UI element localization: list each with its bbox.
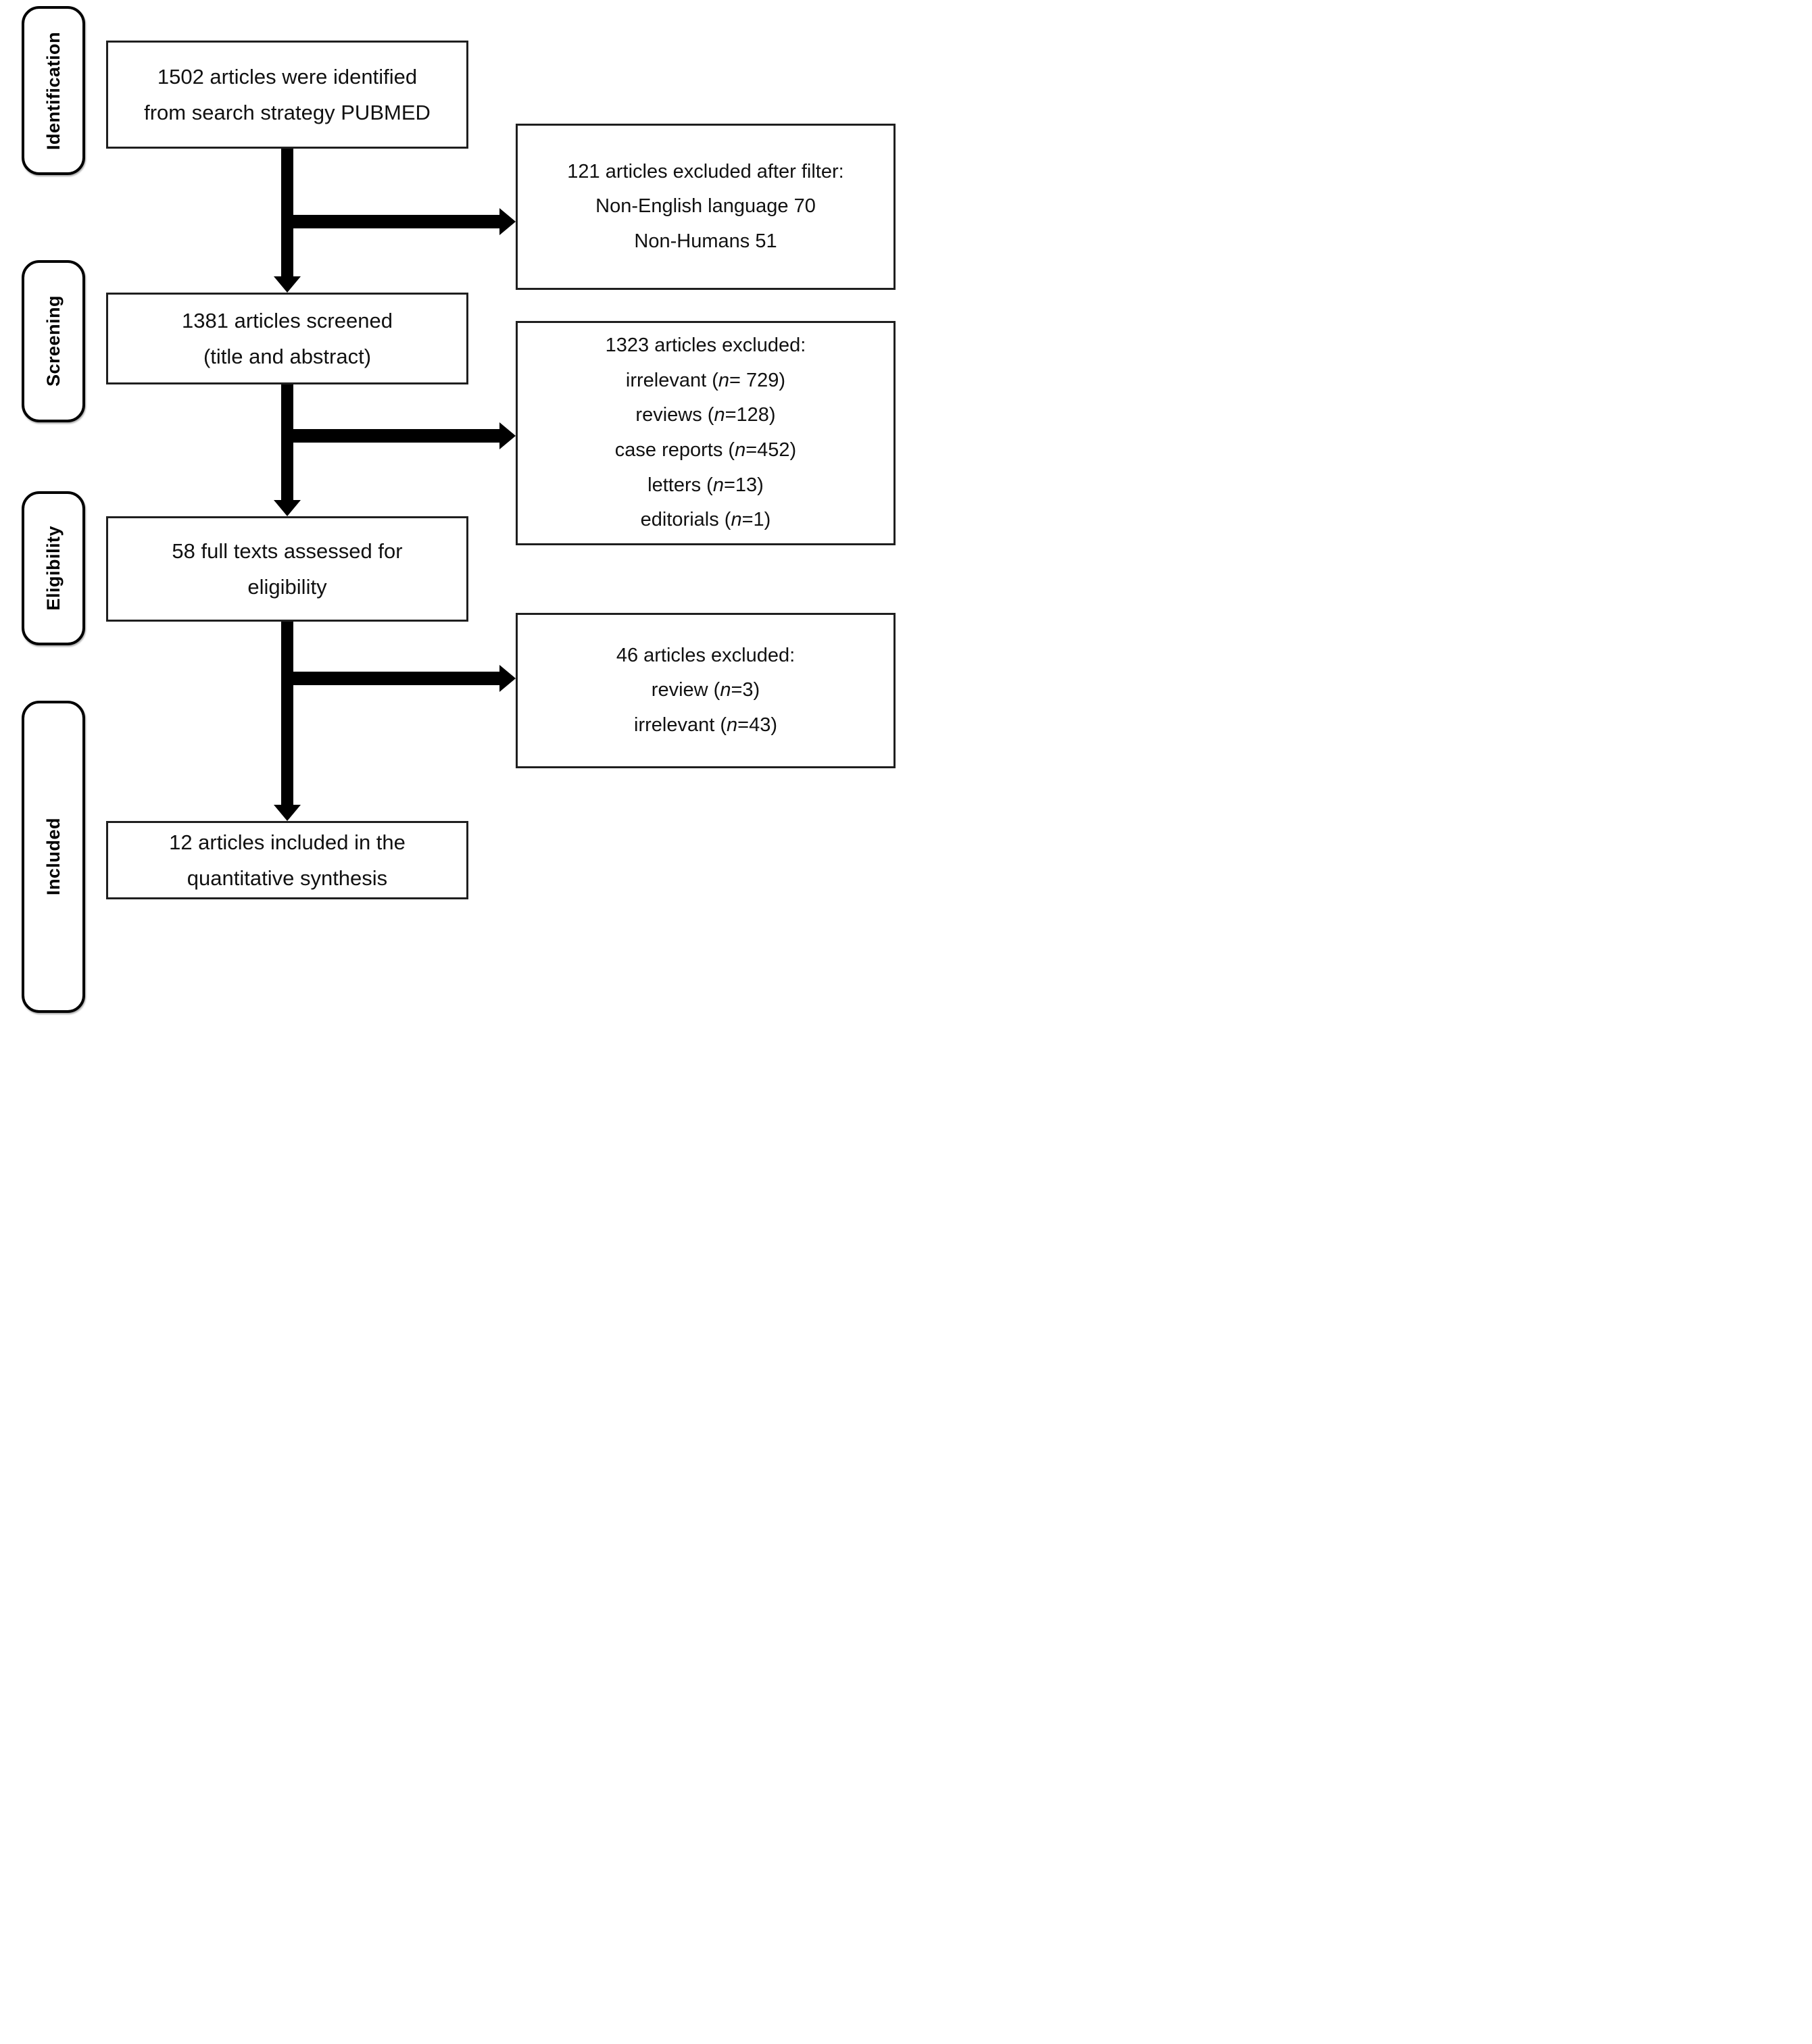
exclusion-title: 46 articles excluded: [616,644,795,666]
reason-n: n [718,369,730,391]
reason-post: =1) [741,509,771,531]
exclusion-reason: irrelevant (n= 729) [626,364,785,399]
arrow-head-right-icon [499,422,516,449]
reason-n: n [735,439,746,461]
exclusion-title: 1323 articles excluded: [605,334,806,357]
exclusion-reason: letters (n=13) [647,468,764,503]
reason-post: =43) [737,714,777,736]
reason-n: n [727,714,738,736]
exclusion-reason: irrelevant (n=43) [634,708,777,743]
stage-label-eligibility: Eligibility [22,491,85,645]
stage-label-included-text: Included [43,818,64,896]
reason-pre: editorials ( [640,509,731,531]
reason-post: =452) [745,439,797,461]
box-assessed: 58 full texts assessed for eligibility [106,516,468,622]
box-excluded-screening: 1323 articles excluded: irrelevant (n= 7… [516,321,896,545]
box-excluded-after-filter: 121 articles excluded after filter: Non-… [516,124,896,290]
arrow-screened-to-assessed-stem [281,384,293,501]
box-screened-text: 1381 articles screened (title and abstra… [182,308,393,368]
exclusion-title: 121 articles excluded after filter: [567,160,844,182]
arrow-head-down-icon [274,805,301,821]
prisma-flow-diagram: Identification Screening Eligibility Inc… [0,0,906,1022]
exclusion-reason: case reports (n=452) [615,433,796,468]
exclusion-reason: Non-English language 70 [595,195,816,218]
box-included-text: 12 articles included in the quantitative… [169,830,406,890]
stage-label-screening-text: Screening [43,295,64,387]
stage-label-screening: Screening [22,260,85,422]
arrow-head-down-icon [274,500,301,516]
reason-pre: irrelevant ( [625,369,718,391]
box-assessed-text: 58 full texts assessed for eligibility [172,539,403,599]
reason-pre: letters ( [647,474,713,496]
reason-pre: irrelevant ( [634,714,727,736]
reason-pre: review ( [651,679,720,701]
exclusion-reason: editorials (n=1) [641,503,771,538]
box-identified: 1502 articles were identified from searc… [106,41,468,149]
stage-label-identification: Identification [22,6,85,175]
arrow-head-right-icon [499,665,516,692]
exclusion-reason: Non-Humans 51 [634,230,777,252]
exclusion-reason: review (n=3) [652,673,760,708]
stage-label-eligibility-text: Eligibility [43,526,64,611]
reason-n: n [712,474,724,496]
stage-label-identification-text: Identification [43,31,64,150]
reason-post: = 729) [729,369,786,391]
reason-n: n [731,509,742,531]
exclusion-reason: reviews (n=128) [635,398,775,433]
box-excluded-full-text: 46 articles excluded: review (n=3) irrel… [516,613,896,768]
reason-post: =128) [725,404,776,426]
box-screened: 1381 articles screened (title and abstra… [106,293,468,384]
arrow-identified-to-screened-stem [281,149,293,279]
arrow-branch-to-screening-exclusion-stem [287,429,499,443]
arrow-branch-to-full-text-exclusion-stem [287,672,499,685]
reason-n: n [714,404,725,426]
box-identified-text: 1502 articles were identified from searc… [144,64,431,124]
box-included: 12 articles included in the quantitative… [106,821,468,899]
stage-label-included: Included [22,701,85,1013]
reason-post: =3) [731,679,760,701]
arrow-head-right-icon [499,208,516,235]
reason-pre: reviews ( [635,404,714,426]
arrow-branch-to-after-filter-stem [287,215,499,228]
arrow-assessed-to-included-stem [281,622,293,806]
arrow-head-down-icon [274,276,301,293]
reason-post: =13) [723,474,764,496]
reason-pre: case reports ( [614,439,735,461]
reason-n: n [720,679,731,701]
